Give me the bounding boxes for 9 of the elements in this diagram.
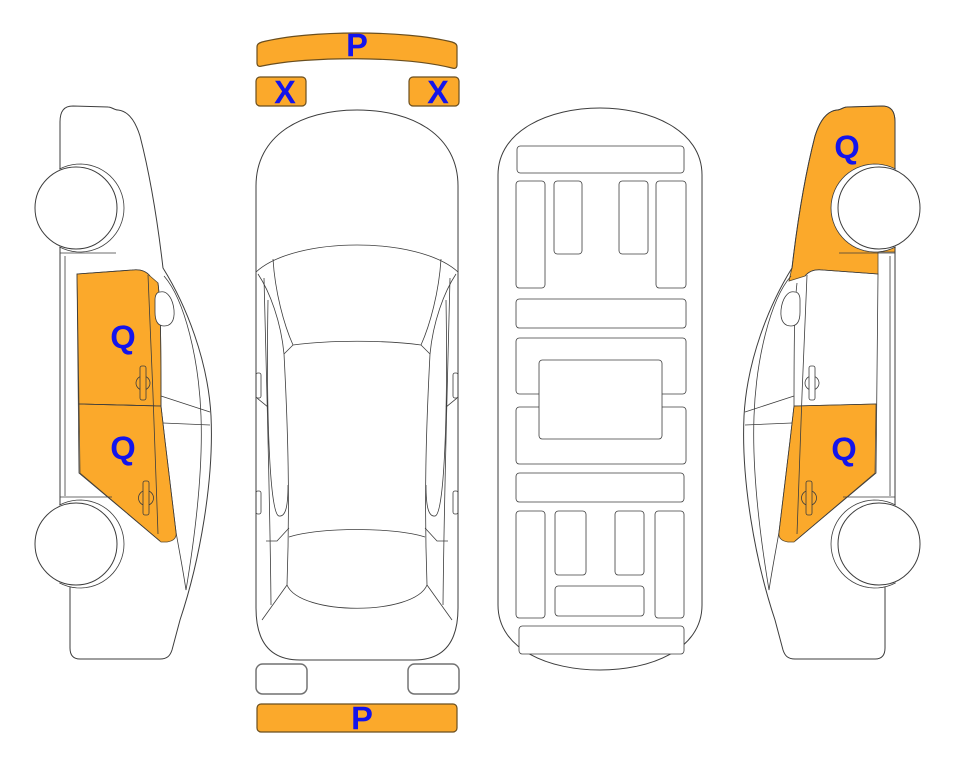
- tail-light: [407, 663, 460, 695]
- headlight-panel: X: [408, 76, 460, 107]
- headlight-panel: X: [255, 76, 307, 107]
- tail-light: [255, 663, 308, 695]
- door-panel: Q: [76, 269, 162, 406]
- door-panel: Q: [78, 404, 177, 542]
- door-panel: Q: [778, 404, 876, 542]
- bumper-panel: P: [256, 703, 458, 733]
- bumper-panel: P: [256, 32, 458, 69]
